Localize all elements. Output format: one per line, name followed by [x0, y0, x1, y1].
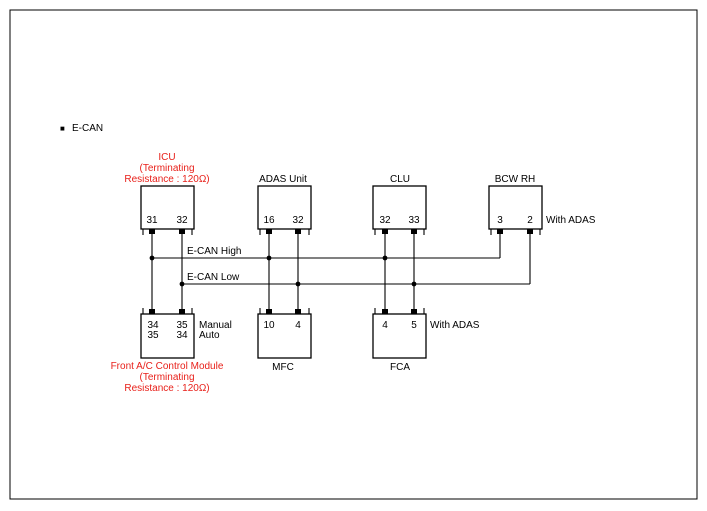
front-ac-box	[140, 313, 195, 359]
bcw-rh-note: With ADAS	[546, 215, 596, 226]
mfc-pin-4	[295, 309, 301, 314]
adas-unit-pin-32	[295, 229, 301, 234]
clu-pin-label-33: 33	[408, 215, 420, 226]
section-bullet: ■	[60, 124, 65, 133]
front-ac-pin-a	[149, 309, 155, 314]
clu-module: CLU 32 33	[372, 174, 427, 235]
adas-unit-pin-label-16: 16	[263, 215, 275, 226]
mfc-box	[257, 313, 312, 359]
front-ac-pin-b	[179, 309, 185, 314]
icu-pin-label-31: 31	[146, 215, 158, 226]
clu-pin-label-32: 32	[379, 215, 391, 226]
adas-unit-pin-label-32: 32	[292, 215, 304, 226]
splice-high-icu	[149, 255, 155, 261]
mfc-pin-label-10: 10	[263, 320, 275, 331]
adas-unit-module: ADAS Unit 16 32	[257, 174, 312, 235]
front-ac-pin-label-b1: 35	[176, 320, 188, 331]
front-ac-pin-label-b2: 34	[176, 330, 188, 341]
bcw-rh-box	[488, 185, 543, 230]
splice-high-clu	[382, 255, 388, 261]
icu-pin-31	[149, 229, 155, 234]
splice-low-icu	[179, 281, 185, 287]
front-ac-variant-auto: Auto	[199, 330, 220, 341]
front-ac-pin-label-a1: 34	[147, 320, 159, 331]
splice-low-clu	[411, 281, 417, 287]
mfc-name: MFC	[272, 362, 294, 373]
icu-name-line2: (Terminating	[139, 163, 194, 174]
icu-box	[140, 185, 195, 230]
front-ac-name-line1: Front A/C Control Module	[111, 361, 224, 372]
adas-unit-pin-16	[266, 229, 272, 234]
clu-pin-32	[382, 229, 388, 234]
fca-module: 4 5 With ADAS FCA	[372, 308, 480, 373]
clu-name: CLU	[390, 174, 410, 185]
mfc-module: 10 4 MFC	[257, 308, 312, 373]
mfc-pin-10	[266, 309, 272, 314]
bcw-rh-pin-2	[527, 229, 533, 234]
splice-high-adas	[266, 255, 272, 261]
front-ac-variant-manual: Manual	[199, 320, 232, 331]
icu-module: ICU (Terminating Resistance : 120Ω) 31 3…	[124, 152, 210, 235]
fca-pin-4	[382, 309, 388, 314]
icu-name-line3: Resistance : 120Ω)	[124, 174, 209, 185]
fca-box	[372, 313, 427, 359]
section-title: E-CAN	[72, 123, 103, 134]
fca-note: With ADAS	[430, 320, 480, 331]
adas-unit-name: ADAS Unit	[259, 174, 307, 185]
ecan-high-label: E-CAN High	[187, 246, 241, 257]
clu-pin-33	[411, 229, 417, 234]
fca-pin-label-4: 4	[382, 320, 388, 331]
front-ac-name-line2: (Terminating	[139, 372, 194, 383]
fca-pin-5	[411, 309, 417, 314]
front-ac-module: 34 35 35 34 Manual Auto Front A/C Contro…	[111, 308, 232, 394]
icu-pin-label-32: 32	[176, 215, 188, 226]
icu-pin-32	[179, 229, 185, 234]
bcw-rh-pin-3	[497, 229, 503, 234]
splice-low-adas	[295, 281, 301, 287]
icu-name-line1: ICU	[158, 152, 175, 163]
mfc-pin-label-4: 4	[295, 320, 301, 331]
bcw-rh-pin-label-3: 3	[497, 215, 503, 226]
front-ac-pin-label-a2: 35	[147, 330, 159, 341]
front-ac-name-line3: Resistance : 120Ω)	[124, 383, 209, 394]
fca-name: FCA	[390, 362, 410, 373]
bcw-rh-module: BCW RH 3 2 With ADAS	[488, 174, 596, 235]
bcw-rh-pin-label-2: 2	[527, 215, 533, 226]
bcw-rh-name: BCW RH	[495, 174, 536, 185]
ecan-low-label: E-CAN Low	[187, 272, 240, 283]
diagram-frame	[9, 9, 698, 500]
fca-pin-label-5: 5	[411, 320, 417, 331]
